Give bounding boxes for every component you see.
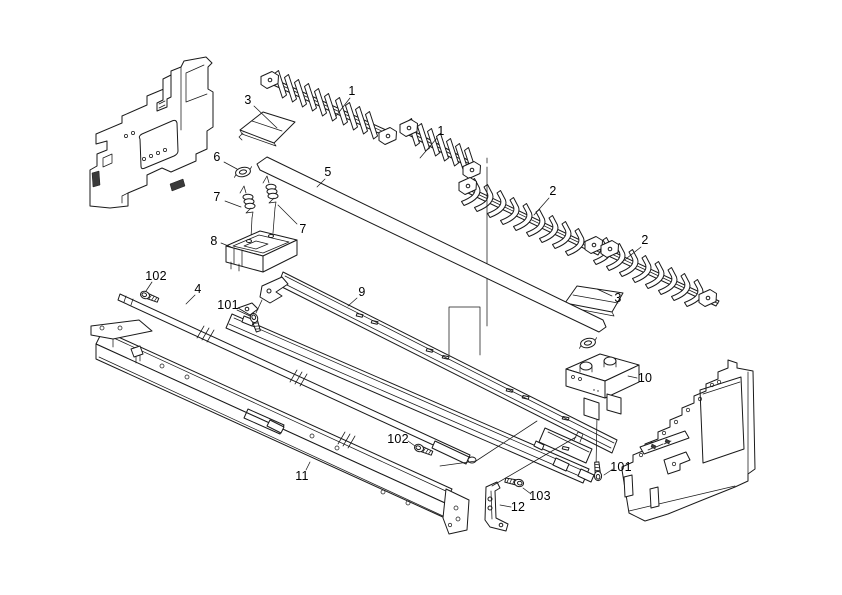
part-12-bracket bbox=[484, 481, 509, 532]
callout-1-b: 1 bbox=[437, 123, 445, 138]
screw-101-right bbox=[592, 461, 603, 482]
screw-102-left bbox=[138, 289, 160, 305]
part-7-spring-b bbox=[262, 175, 279, 234]
part-2-comb-strip-a bbox=[458, 177, 603, 256]
screw-103 bbox=[504, 476, 525, 488]
callout-6: 6 bbox=[213, 149, 221, 164]
callout-12: 12 bbox=[510, 499, 526, 514]
part-10-holder-block bbox=[565, 353, 640, 469]
callout-leader-lines bbox=[145, 97, 642, 508]
right-frame-plate bbox=[621, 359, 756, 522]
callout-5: 5 bbox=[324, 164, 332, 179]
assembly-pointer-lines bbox=[439, 420, 577, 487]
part-2-comb-strip-b bbox=[593, 237, 720, 307]
callout-4: 4 bbox=[194, 281, 202, 296]
callout-7-a: 7 bbox=[213, 189, 221, 204]
callout-103: 103 bbox=[529, 488, 551, 503]
left-frame-plate bbox=[89, 56, 214, 209]
part-9-rail bbox=[255, 271, 618, 454]
callout-101-a: 101 bbox=[217, 297, 239, 312]
callout-102-b: 102 bbox=[387, 431, 409, 446]
part-5-blade bbox=[256, 156, 607, 333]
callout-101-b: 101 bbox=[610, 459, 632, 474]
part-7-spring-a bbox=[239, 185, 256, 239]
callout-8: 8 bbox=[210, 233, 218, 248]
callout-7-b: 7 bbox=[299, 221, 307, 236]
projection-lines bbox=[448, 157, 488, 358]
part-1-comb-strip-b bbox=[399, 118, 481, 179]
part-8-holder-block bbox=[225, 230, 298, 273]
part-4-rod bbox=[117, 293, 477, 465]
callout-3-lower: 3 bbox=[614, 290, 622, 305]
part-1-comb-strip-a bbox=[260, 70, 397, 145]
callout-9: 9 bbox=[358, 284, 366, 299]
part-6-grommet bbox=[232, 165, 254, 179]
screw-102-center bbox=[412, 442, 434, 458]
grommet-under-blade-end bbox=[577, 336, 599, 350]
callout-1-a: 1 bbox=[348, 83, 356, 98]
blade-holder-rail bbox=[225, 302, 595, 484]
callout-3-upper: 3 bbox=[244, 92, 252, 107]
callout-2-a: 2 bbox=[549, 183, 557, 198]
callout-10: 10 bbox=[637, 370, 653, 385]
callout-11: 11 bbox=[295, 468, 309, 483]
callout-2-b: 2 bbox=[641, 232, 649, 247]
callout-102-a: 102 bbox=[145, 268, 167, 283]
part-11-channel bbox=[90, 319, 470, 535]
part-3-cover-left bbox=[238, 111, 296, 147]
